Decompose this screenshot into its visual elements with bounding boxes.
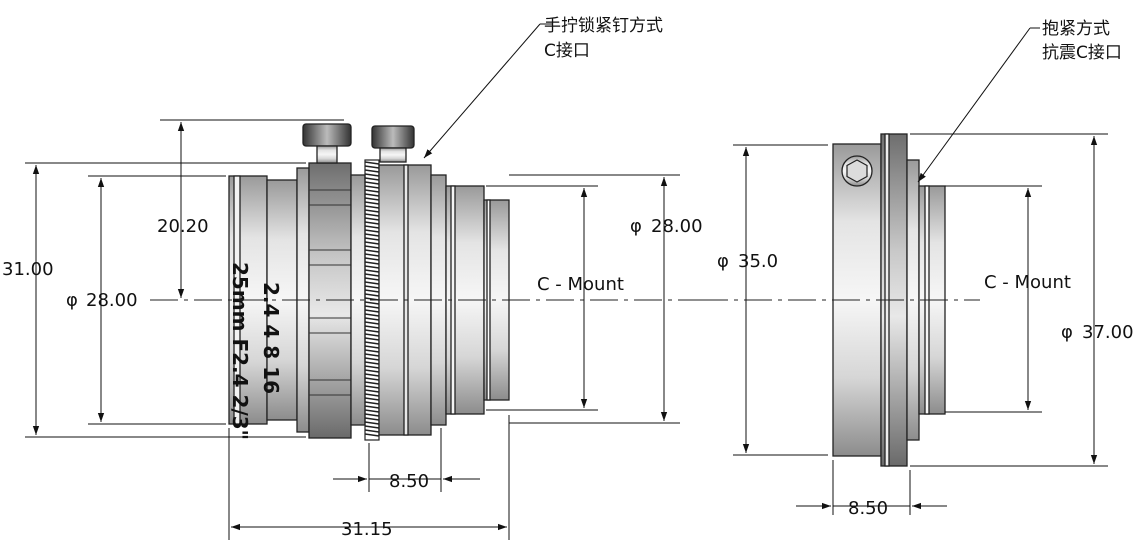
callout-left-line1: 手拧锁紧钉方式 xyxy=(544,16,663,36)
dimension-lines xyxy=(32,122,1098,531)
dim-front-diameter-symbol: φ xyxy=(66,290,78,311)
dim-front-diameter: 28.00 xyxy=(86,290,138,311)
dim-adapter-outer-symbol: φ xyxy=(1061,322,1073,343)
dim-mount-diameter-left: 28.00 xyxy=(651,216,703,237)
lock-screw-front xyxy=(302,123,352,164)
dim-flange-width-left: 8.50 xyxy=(389,471,429,492)
callout-leader-left xyxy=(423,23,541,159)
dim-center-height: 20.20 xyxy=(157,216,209,237)
lens-engraving-model: 25mm F2.4 2/3" xyxy=(228,262,252,440)
dim-adapter-outer-diameter: 37.00 xyxy=(1082,322,1134,343)
callout-right-line2: 抗震C接口 xyxy=(1042,43,1122,63)
callout-leader-right xyxy=(917,27,1031,183)
focus-ring-ribs xyxy=(309,189,351,396)
callout-right-line1: 抱紧方式 xyxy=(1042,19,1110,39)
mount-label-left: C - Mount xyxy=(537,274,624,295)
lock-screw-rear xyxy=(371,125,415,163)
callout-left-line2: C接口 xyxy=(544,41,590,61)
hex-socket-screw xyxy=(841,155,873,187)
lens-engraving-apertures: 2.4 4 8 16 xyxy=(259,282,283,394)
gear-teeth xyxy=(364,161,380,437)
dim-overall-height: 31.00 xyxy=(2,259,54,280)
extension-lines xyxy=(25,119,1108,540)
dim-adapter-diameter: 35.0 xyxy=(738,251,778,272)
dim-overall-length: 31.15 xyxy=(341,519,393,540)
dim-adapter-diameter-symbol: φ xyxy=(717,251,729,272)
dim-flange-width-right: 8.50 xyxy=(848,498,888,519)
dim-mount-diameter-symbol: φ xyxy=(630,216,642,237)
mount-label-right: C - Mount xyxy=(984,272,1071,293)
lens-assembly: 25mm F2.4 2/3" 2.4 4 8 16 xyxy=(228,123,510,441)
